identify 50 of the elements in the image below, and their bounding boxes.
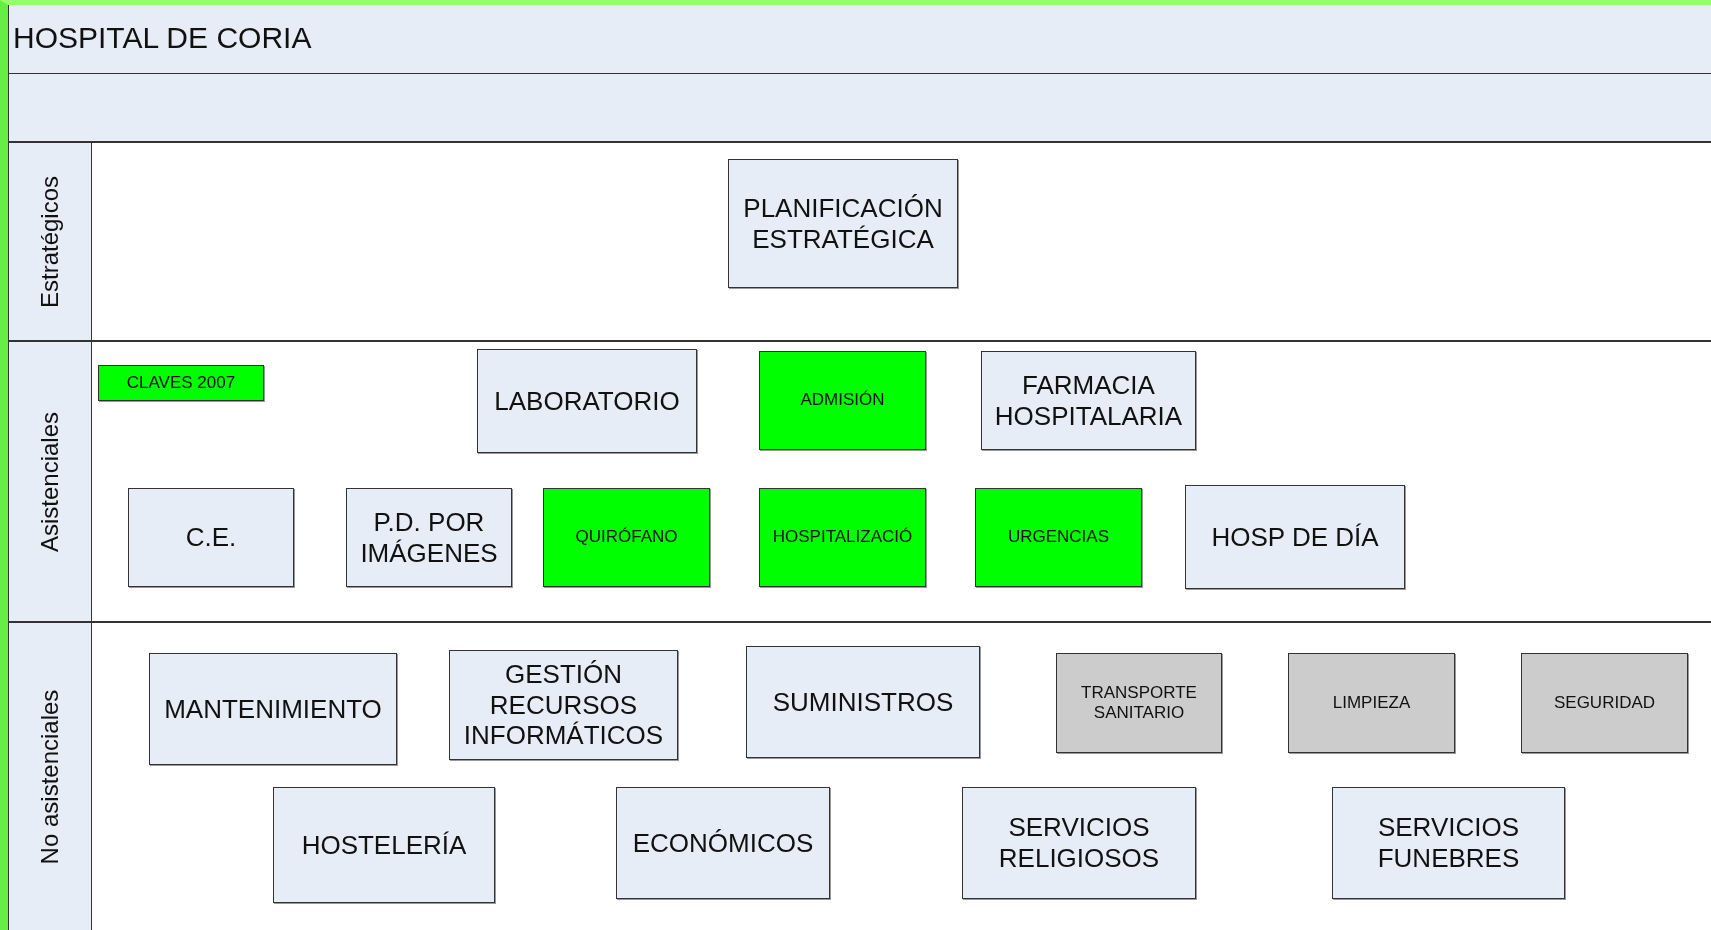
process-box [981,351,1196,450]
process-box [759,488,926,587]
process-label: LIMPIEZA [1332,692,1411,713]
lane-title: No asistenciales [36,689,64,864]
process-box [616,787,830,899]
process-label: URGENCIAS [1007,527,1110,548]
process-label: SERVICIOS FUNEBRES [1376,812,1521,874]
process-box [1521,653,1688,753]
process-box [543,488,710,587]
process-label: ADMISIÓN [800,390,885,411]
pool-title: HOSPITAL DE CORIA [13,21,312,55]
process-box [962,787,1196,899]
process-box [273,787,495,903]
process-label: TRANSPORTE SANITARIO [1080,682,1198,724]
process-box [975,488,1142,587]
swimlane [9,340,1711,621]
process-label: QUIRÓFANO [575,527,678,548]
process-box [759,351,926,450]
swimlane [9,621,1711,930]
process-label: LABORATORIO [494,385,680,417]
lane-title: Asistenciales [36,411,64,552]
process-box [98,365,264,401]
process-box [346,488,512,587]
process-label: HOSP DE DÍA [1211,521,1379,553]
process-box [128,488,294,587]
process-box [449,650,678,760]
process-label: SEGURIDAD [1553,692,1656,713]
swimlane [9,141,1711,340]
process-label: SERVICIOS RELIGIOSOS [997,812,1161,874]
process-label: GESTIÓN RECURSOS INFORMÁTICOS [462,659,665,751]
process-label: FARMACIA HOSPITALARIA [993,369,1184,432]
process-label: P.D. POR IMÁGENES [359,506,499,569]
process-label: MANTENIMIENTO [164,693,382,725]
process-label: C.E. [185,522,237,553]
lane-title: Estratégicos [36,175,64,308]
process-box [728,159,958,288]
process-box [477,349,697,453]
process-label: SUMINISTROS [772,686,954,718]
pool-frame [8,5,1711,930]
process-label: HOSPITALIZACIÓ [772,527,913,548]
process-box [746,646,980,758]
process-label: ECONÓMICOS [632,827,814,859]
process-label: CLAVES 2007 [126,372,236,393]
process-box [1288,653,1455,753]
process-box [1332,787,1565,899]
process-box [149,653,397,765]
process-label: PLANIFICACIÓN ESTRATÉGICA [742,192,944,255]
process-box [1185,485,1405,589]
process-box [1056,653,1222,753]
process-label: HOSTELERÍA [301,829,467,861]
